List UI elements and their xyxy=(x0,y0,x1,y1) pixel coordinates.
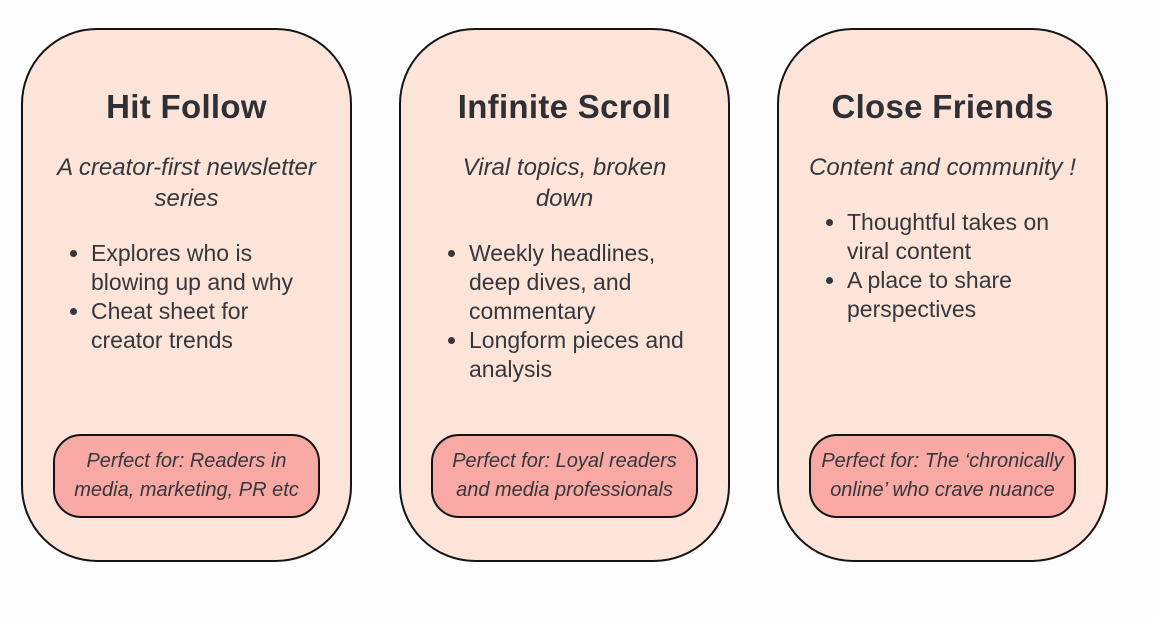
bullet-item: Weekly headlines, deep dives, and commen… xyxy=(469,239,698,326)
card-subtitle: Content and community ! xyxy=(809,154,1076,181)
bullet-item: Explores who is blowing up and why xyxy=(91,239,320,297)
card-subtitle: A creator-first newsletter series xyxy=(57,154,316,212)
newsletter-cards-row: Hit Follow A creator-first newsletter se… xyxy=(0,0,1154,562)
card-bullet-list: Weekly headlines, deep dives, and commen… xyxy=(431,239,698,384)
bullet-item: Cheat sheet for creator trends xyxy=(91,297,320,355)
perfect-for-badge: Perfect for: The ‘chronically online’ wh… xyxy=(809,434,1076,518)
perfect-for-badge: Perfect for: Loyal readers and media pro… xyxy=(431,434,698,518)
bullet-item: Longform pieces and analysis xyxy=(469,326,698,384)
card-bullet-list: Thoughtful takes on viral content A plac… xyxy=(809,208,1076,324)
bullet-item: A place to share perspectives xyxy=(847,266,1076,324)
card-hit-follow: Hit Follow A creator-first newsletter se… xyxy=(21,28,352,562)
card-title: Infinite Scroll xyxy=(457,88,672,125)
perfect-for-badge: Perfect for: Readers in media, marketing… xyxy=(53,434,320,518)
card-subtitle: Viral topics, broken down xyxy=(462,154,667,212)
card-bullet-list: Explores who is blowing up and why Cheat… xyxy=(53,239,320,355)
card-title: Close Friends xyxy=(831,88,1054,125)
card-infinite-scroll: Infinite Scroll Viral topics, broken dow… xyxy=(399,28,730,562)
card-close-friends: Close Friends Content and community ! Th… xyxy=(777,28,1108,562)
card-title: Hit Follow xyxy=(106,88,267,125)
bullet-item: Thoughtful takes on viral content xyxy=(847,208,1076,266)
